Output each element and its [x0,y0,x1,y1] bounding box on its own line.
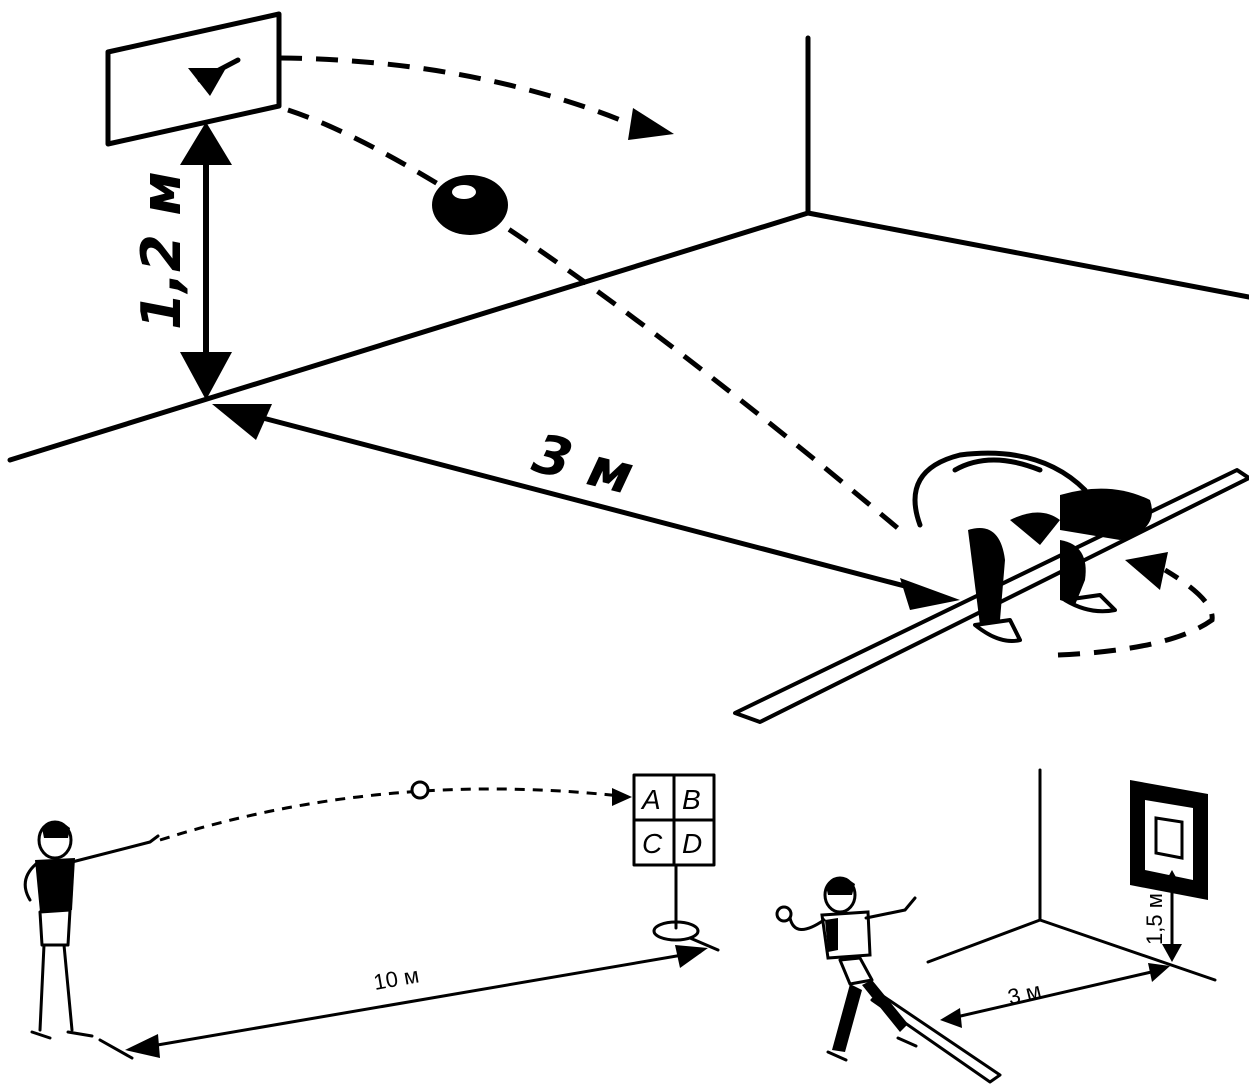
distance-arrow-right [900,578,960,610]
distance-3-arrow-left [940,1008,962,1028]
top-scene: 1,2 м 3 м [7,11,1249,724]
height-label: 1,2 м [130,171,193,330]
distance-3-label: 3 м [1005,977,1044,1009]
throw-trajectory [287,107,902,532]
height-15-arrow-up [1162,870,1182,888]
target-arrow-head [188,68,226,96]
ten-meter-arrow-left [125,1034,160,1058]
target-cell-d: D [682,828,702,859]
rebound-trajectory [279,55,641,131]
ten-meter-label: 10 м [372,962,421,995]
turn-trajectory [1057,567,1215,658]
distance-dimension-line [237,409,923,593]
distance-3-line [950,968,1162,1020]
bottom-left-scene: A B C D 10 м [23,773,720,1060]
height-arrow-up [180,122,232,165]
target-cell-b: B [682,784,701,815]
side-wall-line [805,210,1249,300]
crouching-athlete [912,450,1152,643]
toss-arrowhead [612,788,632,806]
distance-label: 3 м [527,421,640,506]
distance-3-arrow-right [1148,963,1170,982]
standing-athlete [23,820,160,1040]
target-cell-c: C [642,828,663,859]
height-15-label: 1,5 м [1142,893,1167,945]
distance-arrow-left [212,404,272,440]
ten-meter-tick-right [688,936,720,952]
square-target [1130,780,1208,900]
wall-target [105,11,282,147]
rebound-arrowhead [628,108,674,140]
abcd-target: A B C D [632,773,716,942]
wall-floor-line [7,210,811,463]
turn-arrowhead [1125,552,1168,590]
toss-ball [410,780,430,800]
throwing-athlete [775,876,918,1062]
bottom-right-scene: 1,5 м 3 м [775,768,1217,1084]
ten-meter-arrow-right [675,945,708,968]
toss-trajectory [159,787,621,842]
target-cell-a: A [640,784,661,815]
height-arrow-down [180,352,232,400]
ten-meter-line [138,950,702,1050]
height-15-arrow-down [1162,944,1182,962]
room-floor-line [1038,918,1217,982]
room-wall-line [926,918,1042,964]
ten-meter-tick-left [98,1038,134,1060]
ball [432,175,508,235]
